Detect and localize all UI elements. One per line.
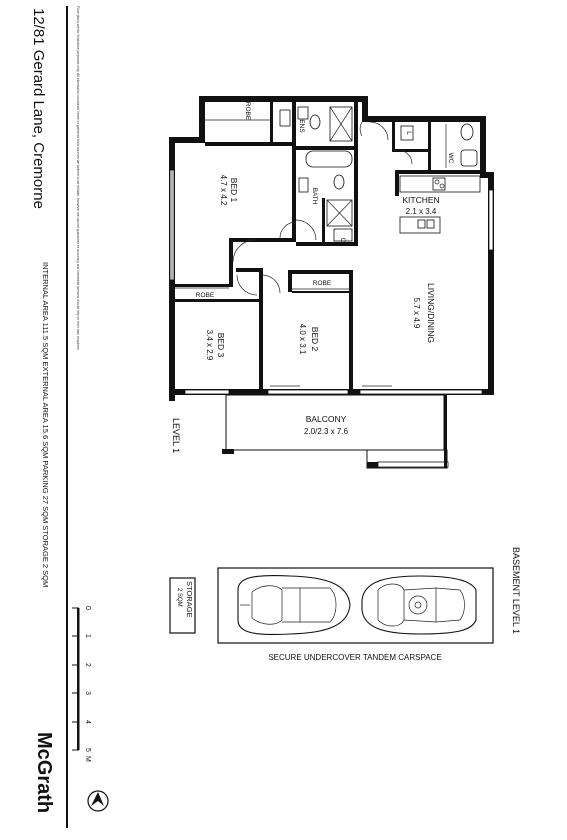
svg-text:BALCONY: BALCONY [306,414,347,424]
storage-label: STORAGE [185,581,194,618]
room-label-kitchen: KITCHEN 2.1 x 3.4 [402,195,439,216]
room-label-bed3: BED 3 3.4 x 2.9 [205,330,226,361]
scale-tick-label: 2 [84,663,91,667]
svg-text:KITCHEN: KITCHEN [402,195,439,205]
basement-level-label: BASEMENT LEVEL 1 [511,547,521,634]
scale-bar: 0 1 2 3 4 5 M [72,606,91,762]
room-label-robe: ROBE [244,102,251,121]
svg-text:BED 3: BED 3 [216,333,226,358]
svg-text:McGrath: McGrath [33,732,55,813]
svg-text:LIVING/DINING: LIVING/DINING [426,283,436,343]
svg-text:3.4 x 2.9: 3.4 x 2.9 [205,330,214,361]
svg-text:2.0/2.3 x 7.6: 2.0/2.3 x 7.6 [304,427,349,436]
svg-text:ENS: ENS [298,119,305,133]
strip-divider [66,6,68,828]
scale-tick-label: 3 [84,691,91,695]
room-label-robe-bed2: ROBE [313,280,332,287]
scale-tick-label: 1 [84,634,91,638]
scale-tick-label: 4 [84,720,91,724]
svg-text:BATH: BATH [311,188,318,205]
svg-text:ROBE: ROBE [196,292,215,299]
address-heading: 12/81 Gerard Lane, Cremorne [30,8,47,209]
carspace-label: SECURE UNDERCOVER TANDEM CARSPACE [268,653,441,662]
scale-tick-label: 5 [84,748,91,752]
svg-text:BED 1: BED 1 [229,178,239,203]
storage-size: 2 SQM [176,588,182,607]
room-label-bed1: BED 1 4.7 x 4.2 [219,175,239,206]
svg-text:WC: WC [447,153,454,164]
svg-text:ROBE: ROBE [313,280,332,287]
room-label-wc: WC [447,153,454,164]
area-summary: INTERNAL AREA 111.5 SQM EXTERNAL AREA 15… [41,262,50,587]
svg-text:2.1 x 3.4: 2.1 x 3.4 [406,207,437,216]
svg-text:BASEMENT LEVEL 1: BASEMENT LEVEL 1 [511,547,521,634]
svg-text:4.0 x 3.1: 4.0 x 3.1 [298,324,307,355]
svg-text:C: C [339,238,346,243]
car-icon [237,575,351,635]
basement-plan: STORAGE 2 SQM [169,567,494,644]
scale-unit: M [84,756,91,762]
room-label-balcony: BALCONY 2.0/2.3 x 7.6 [304,414,349,436]
room-label-bed2: BED 2 4.0 x 3.1 [298,324,320,355]
svg-text:L: L [405,131,412,135]
svg-text:5.7 x 4.9: 5.7 x 4.9 [412,298,421,329]
svg-text:BED 2: BED 2 [310,327,320,352]
svg-text:INTERNAL AREA 111.5 SQM EXT: INTERNAL AREA 111.5 SQM EXTERNAL AREA 15… [41,262,50,587]
disclaimer-text: Floor plans are for illustrative purpose… [76,6,80,351]
brand-wordmark: McGrath [33,732,55,813]
svg-text:Floor plans are for illustrati: Floor plans are for illustrative purpose… [76,6,80,351]
svg-text:LEVEL 1: LEVEL 1 [171,418,181,453]
room-label-laundry: L [405,131,412,135]
room-label-ens: ENS [298,119,305,133]
svg-text:12/81 Gerard Lane, Cremorne: 12/81 Gerard Lane, Cremorne [30,8,47,209]
svg-text:4.7 x 4.2: 4.7 x 4.2 [219,175,228,206]
room-label-bath: BATH [311,188,318,205]
room-label-linen: C [339,238,346,243]
level-1-plan [169,96,494,469]
scale-tick-label: 0 [84,606,91,610]
north-compass-icon [87,790,109,812]
level-1-label: LEVEL 1 [171,418,181,453]
room-label-living: LIVING/DINING 5.7 x 4.9 [412,283,436,343]
room-label-robe-bed3: ROBE [196,292,215,299]
svg-text:ROBE: ROBE [244,102,251,121]
car-icon [361,575,477,635]
